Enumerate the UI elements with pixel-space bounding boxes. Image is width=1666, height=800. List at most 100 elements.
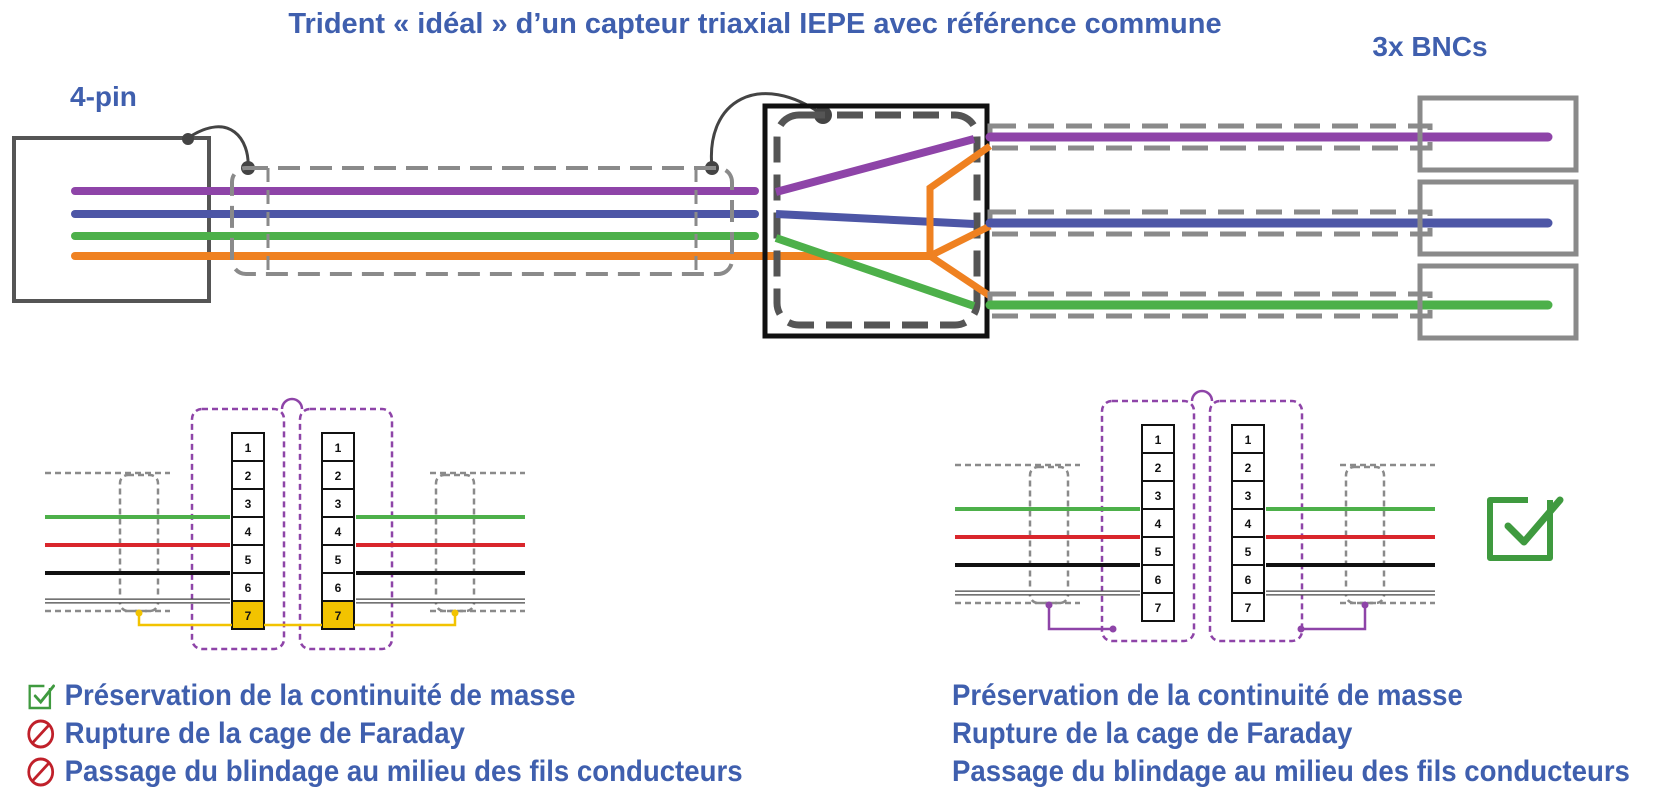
pin-number: 2: [245, 469, 252, 483]
pin-cell: [1141, 592, 1175, 622]
diagram-title: Trident « idéal » d’un capteur triaxial …: [288, 8, 1221, 40]
pin-number: 4: [1155, 517, 1162, 531]
pin-cell: [231, 600, 265, 630]
pin-cell: [1141, 480, 1175, 510]
pin-number: 7: [1245, 601, 1252, 615]
bnc-connector-2: [1417, 179, 1579, 257]
shield-drain-wire: [137, 613, 232, 627]
pin-number: 2: [1245, 461, 1252, 475]
pin-cell: [321, 600, 355, 630]
legend-item: Rupture de la cage de Faraday: [26, 715, 743, 753]
ground-node: [182, 133, 194, 145]
connector-housing: [1100, 399, 1196, 643]
connector-housing: [1208, 399, 1304, 643]
ground-jumper-left: [187, 125, 250, 169]
pin-number: 6: [245, 581, 252, 595]
pin-detail-left: 1 2 3 4 5 6 7 1 2 3 4 5 6 7: [45, 397, 525, 651]
wire-green-branch: [774, 234, 976, 310]
wire-orange-split: [926, 143, 993, 299]
ground-jumper-middle: [709, 92, 824, 169]
pin-cell: [1231, 592, 1265, 622]
pin-number: 6: [1155, 573, 1162, 587]
pin-number: 7: [245, 609, 252, 623]
connector-4pin-box: [12, 136, 211, 303]
pin-number: 1: [1245, 433, 1252, 447]
drain-node: [1361, 601, 1369, 609]
connector-4pin-label: 4-pin: [70, 81, 137, 112]
wire-blue-branch: [775, 210, 975, 228]
legend-text: Préservation de la continuité de masse: [64, 679, 576, 712]
legend-item: Rupture de la cage de Faraday: [952, 715, 1630, 753]
connector-bnc-label: 3x BNCs: [1372, 31, 1487, 62]
pin-number: 7: [335, 609, 342, 623]
legend-item: Passage du blindage au milieu des fils c…: [952, 753, 1630, 791]
drain-node: [135, 609, 143, 617]
check-icon: [1487, 496, 1564, 561]
forbidden-icon: [27, 757, 55, 787]
pin-number: 1: [1155, 433, 1162, 447]
legend-item: Préservation de la continuité de masse: [952, 677, 1630, 715]
bnc-cables: [985, 123, 1553, 319]
pin-detail-right: 1 2 3 4 5 6 7 1 2 3 4 5 6 7: [955, 389, 1435, 643]
pin-cell: [321, 544, 355, 574]
housing-bridge: [280, 397, 304, 410]
pin-number: 5: [245, 553, 252, 567]
drain-node: [1109, 625, 1117, 633]
pin-number: 1: [245, 441, 252, 455]
legend-text: Passage du blindage au milieu des fils c…: [64, 755, 743, 788]
legend-item: Passage du blindage au milieu des fils c…: [26, 753, 743, 791]
cable-wires: [71, 187, 934, 260]
connector-housing: [190, 407, 286, 651]
pin-number: 4: [1245, 517, 1252, 531]
pin-cell: [231, 572, 265, 602]
pin-number: 4: [245, 525, 252, 539]
pin-cell: [1141, 424, 1175, 454]
pin-number: 5: [1155, 545, 1162, 559]
pin-cell: [321, 516, 355, 546]
pin-cell: [1141, 508, 1175, 538]
legend-text: Rupture de la cage de Faraday: [952, 717, 1353, 750]
legend-item: Préservation de la continuité de masse: [26, 677, 743, 715]
pin-cell: [231, 460, 265, 490]
pin-number: 1: [335, 441, 342, 455]
pin-number: 3: [1245, 489, 1252, 503]
pin-cell: [1231, 480, 1265, 510]
wire-purple-branch: [774, 135, 976, 196]
forbidden-icon: [27, 719, 55, 749]
pin-number: 4: [335, 525, 342, 539]
shield-drain-wire: [1047, 605, 1113, 631]
pin-number: 5: [1245, 545, 1252, 559]
pin-number: 7: [1155, 601, 1162, 615]
pin-cell: [1231, 536, 1265, 566]
legend-text: Préservation de la continuité de masse: [952, 679, 1463, 712]
pin-number: 2: [1155, 461, 1162, 475]
legend-left: Préservation de la continuité de masse R…: [26, 677, 743, 791]
shield-drain-wire: [1301, 605, 1367, 631]
trident-shield: [773, 111, 981, 329]
pin-number: 2: [335, 469, 342, 483]
pin-number: 3: [1155, 489, 1162, 503]
drain-node: [451, 609, 459, 617]
pin-cell: [321, 488, 355, 518]
bnc-connector-3: [1417, 263, 1579, 341]
pin-number: 6: [1245, 573, 1252, 587]
pin-cell: [1141, 536, 1175, 566]
drain-node: [1297, 625, 1305, 633]
cable-shield: [230, 166, 734, 276]
shield-drain-wire: [354, 613, 457, 627]
legend-text: Passage du blindage au milieu des fils c…: [952, 755, 1630, 788]
pin-cell: [321, 432, 355, 462]
pin-number: 6: [335, 581, 342, 595]
pin-number: 3: [245, 497, 252, 511]
pin-number: 5: [335, 553, 342, 567]
pin-cell: [1231, 452, 1265, 482]
bnc-connector-1: [1417, 95, 1579, 173]
pin-cell: [1231, 508, 1265, 538]
pin-number: 3: [335, 497, 342, 511]
housing-bridge: [1190, 389, 1214, 402]
legend-right: Préservation de la continuité de masse R…: [952, 677, 1630, 791]
drain-node: [1045, 601, 1053, 609]
pin-cell: [1231, 564, 1265, 594]
check-icon: [28, 684, 55, 710]
